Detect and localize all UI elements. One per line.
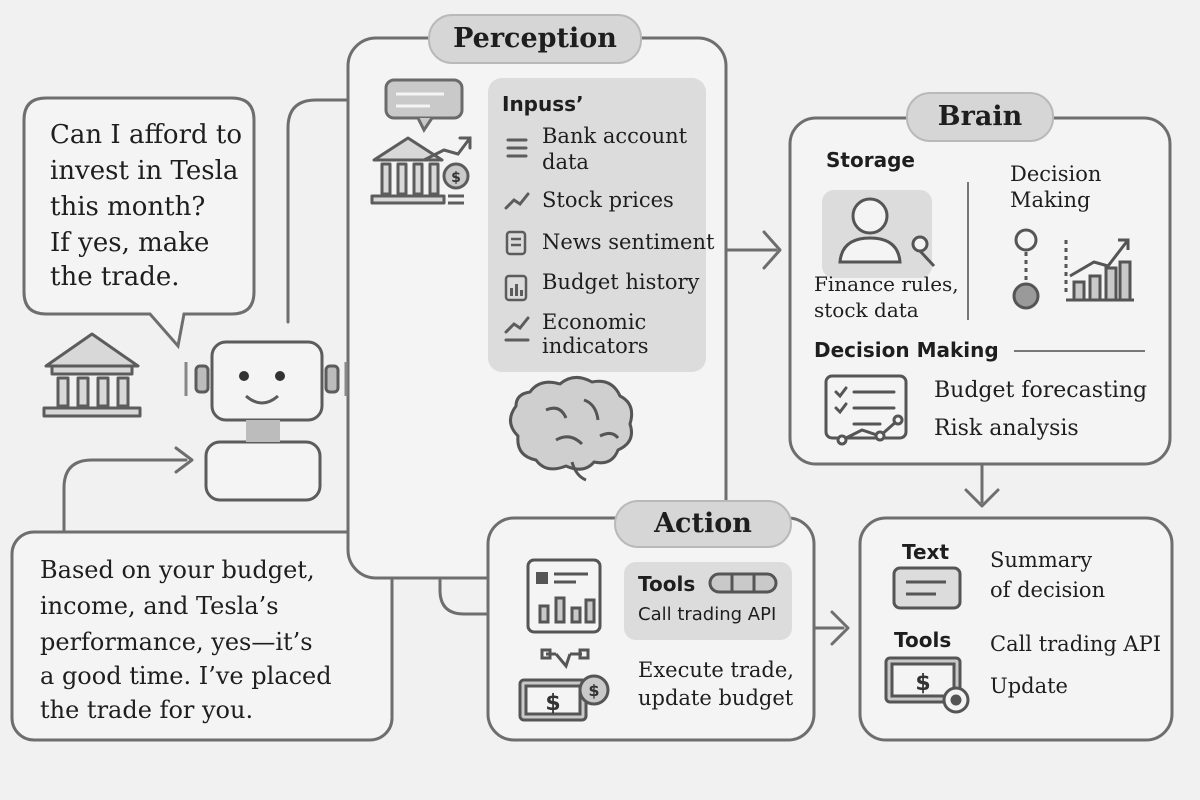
arrowhead-robot bbox=[174, 446, 194, 474]
decision-top-label-line-1: Decision bbox=[1010, 162, 1102, 186]
coin-dollar-glyph: $ bbox=[451, 170, 461, 186]
toggle-icon bbox=[708, 572, 778, 594]
arrowhead-output bbox=[964, 488, 1000, 508]
brain-item-budget-forecasting: Budget forecasting bbox=[934, 378, 1148, 403]
money-dollar-glyph: $ bbox=[545, 691, 560, 716]
output-text-line-1: Summary bbox=[990, 548, 1093, 572]
money-icon bbox=[518, 648, 610, 722]
bar-chart-icon bbox=[504, 274, 528, 302]
trend-icon bbox=[504, 192, 530, 210]
checklist-icon bbox=[824, 374, 908, 446]
action-execute-line-2: update budget bbox=[638, 686, 794, 710]
answer-line-1: Based on your budget, bbox=[40, 556, 315, 584]
storage-label: Storage bbox=[826, 148, 915, 172]
input-item-bank-line-1: Bank account bbox=[542, 124, 688, 148]
storage-caption-line-2: stock data bbox=[814, 298, 919, 322]
payment-dollar-glyph: $ bbox=[915, 671, 930, 696]
arrowhead-brain bbox=[762, 230, 782, 270]
action-tools-caption: Call trading API bbox=[638, 604, 777, 625]
input-item-budget-history: Budget history bbox=[542, 270, 700, 294]
perception-title: Perception bbox=[428, 14, 642, 64]
brain-title: Brain bbox=[906, 92, 1054, 142]
robot-icon bbox=[184, 340, 348, 502]
inputs-heading: Inpuss’ bbox=[502, 92, 584, 116]
chat-bubble-icon bbox=[384, 78, 464, 133]
payment-gear-icon bbox=[884, 656, 970, 714]
perception-bank-icon bbox=[370, 136, 446, 205]
action-title: Action bbox=[614, 500, 792, 548]
answer-line-4: a good time. I’ve placed bbox=[40, 662, 332, 690]
user-speech-bubble bbox=[22, 96, 256, 350]
brain-icon bbox=[509, 376, 634, 482]
coin-icon bbox=[442, 162, 470, 205]
output-text-label: Text bbox=[902, 540, 950, 564]
bank-icon bbox=[42, 332, 142, 418]
arrowhead-output-left bbox=[830, 610, 850, 646]
output-tools-line-1: Call trading API bbox=[990, 632, 1162, 656]
storage-caption-line-1: Finance rules, bbox=[814, 272, 959, 296]
document-icon bbox=[505, 230, 527, 256]
connector-robot-to-perception bbox=[286, 98, 350, 324]
output-tools-line-2: Update bbox=[990, 674, 1068, 698]
brain-item-risk-analysis: Risk analysis bbox=[934, 416, 1079, 441]
list-icon bbox=[506, 138, 528, 158]
user-question-line-1: Can I afford to bbox=[50, 120, 243, 150]
dashboard-icon bbox=[526, 558, 602, 634]
answer-line-5: the trade for you. bbox=[40, 696, 254, 724]
user-question-line-5: the trade. bbox=[50, 262, 180, 292]
person-storage-icon bbox=[822, 190, 936, 278]
input-item-economic-line-2: indicators bbox=[542, 334, 649, 358]
user-question-line-3: this month? bbox=[50, 192, 206, 222]
answer-line-2: income, and Tesla’s bbox=[40, 592, 279, 620]
input-item-stock-prices: Stock prices bbox=[542, 188, 674, 212]
trend-icon-2 bbox=[504, 316, 530, 342]
decision-bottom-label: Decision Making bbox=[814, 338, 999, 362]
output-text-line-2: of decision bbox=[990, 578, 1106, 602]
user-question-line-4: If yes, make bbox=[50, 228, 210, 258]
text-card-icon bbox=[892, 566, 962, 610]
decision-top-label-line-2: Making bbox=[1010, 188, 1091, 212]
answer-line-3: performance, yes—it’s bbox=[40, 628, 313, 656]
connector-answer-to-robot bbox=[62, 458, 188, 532]
action-tools-label: Tools bbox=[638, 572, 696, 596]
inputs-panel bbox=[488, 78, 706, 372]
trend-arrow-icon bbox=[422, 136, 472, 162]
input-item-news-sentiment: News sentiment bbox=[542, 230, 715, 254]
input-item-economic-line-1: Economic bbox=[542, 310, 647, 334]
input-item-bank-line-2: data bbox=[542, 150, 589, 174]
output-tools-label: Tools bbox=[894, 628, 952, 652]
answer-box bbox=[10, 530, 394, 742]
decision-chart-icon bbox=[1012, 228, 1134, 310]
coin-dollar-glyph-2: $ bbox=[588, 681, 599, 700]
action-execute-line-1: Execute trade, bbox=[638, 658, 794, 682]
user-question-line-2: invest in Tesla bbox=[50, 156, 239, 186]
